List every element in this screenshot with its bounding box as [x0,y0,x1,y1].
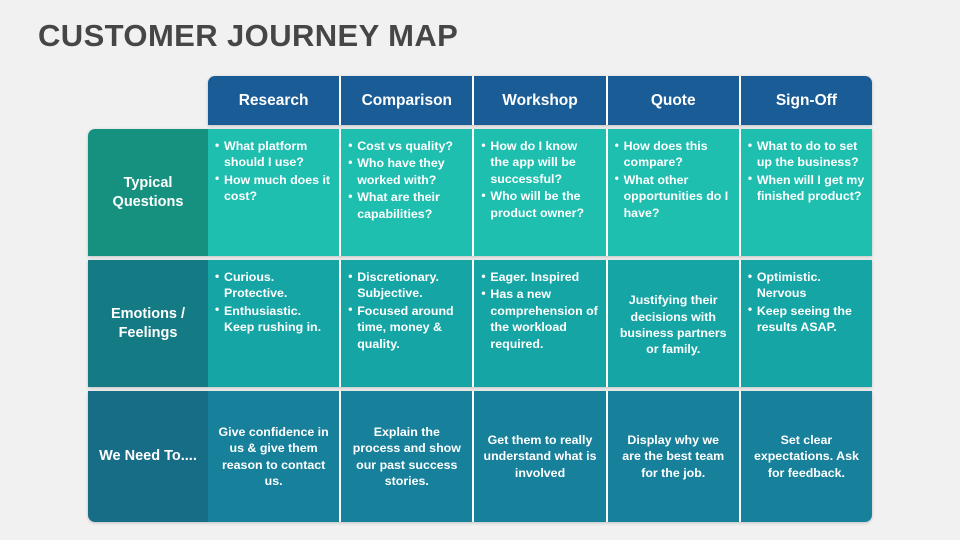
bullet-list: Optimistic. Nervous Keep seeing the resu… [748,269,865,336]
list-item: Enthusiastic. Keep rushing in. [215,302,332,336]
list-item: Cost vs quality? [348,137,465,154]
row-label-emotions-feelings: Emotions / Feelings [88,260,208,387]
list-item: Curious. Protective. [215,269,332,302]
cell-text: Justifying their decisions with business… [619,293,727,357]
list-item: Eager. Inspired [481,268,598,285]
journey-rows: Typical Questions What platform should I… [88,129,873,522]
cell-needs-workshop[interactable]: Get them to really understand what is in… [474,391,608,522]
row-label-we-need-to: We Need To.... [88,391,208,522]
cell-questions-comparison[interactable]: Cost vs quality? Who have they worked wi… [341,129,475,256]
row-emotions-feelings: Emotions / Feelings Curious. Protective.… [88,260,873,387]
list-item: When will I get my finished product? [748,171,865,205]
bullet-list: How do I know the app will be successful… [481,137,598,221]
row-we-need-to: We Need To.... Give confidence in us & g… [88,391,873,522]
list-item: What platform should I use? [215,138,332,171]
stage-header-row: Research Comparison Workshop Quote Sign-… [208,76,872,125]
page-title: CUSTOMER JOURNEY MAP [38,18,459,53]
cell-emotions-research[interactable]: Curious. Protective. Enthusiastic. Keep … [208,260,342,387]
cell-needs-signoff[interactable]: Set clear expectations. Ask for feedback… [740,391,873,522]
list-item: Keep seeing the results ASAP. [748,302,865,336]
cell-questions-research[interactable]: What platform should I use? How much doe… [208,129,342,256]
cell-needs-research[interactable]: Give confidence in us & give them reason… [208,391,342,522]
cell-text: Get them to really understand what is in… [483,432,597,480]
row-typical-questions: Typical Questions What platform should I… [88,129,873,256]
cell-emotions-signoff[interactable]: Optimistic. Nervous Keep seeing the resu… [740,260,873,387]
bullet-list: Eager. Inspired Has a new comprehension … [481,268,598,352]
stage-header-signoff[interactable]: Sign-Off [775,91,837,109]
list-item: Who have they worked with? [348,155,465,188]
bullet-list: Discretionary. Subjective. Focused aroun… [348,269,465,352]
cell-emotions-workshop[interactable]: Eager. Inspired Has a new comprehension … [474,260,608,387]
cell-questions-quote[interactable]: How does this compare? What other opport… [607,129,741,256]
journey-map-board: Research Comparison Workshop Quote Sign-… [88,76,873,522]
list-item: What other opportunities do I have? [615,171,732,221]
cell-emotions-quote[interactable]: Justifying their decisions with business… [607,260,741,387]
row-cells: Curious. Protective. Enthusiastic. Keep … [208,260,873,387]
list-item: Optimistic. Nervous [748,269,865,302]
stage-header-quote[interactable]: Quote [608,76,741,125]
row-label-typical-questions: Typical Questions [88,129,208,256]
cell-needs-comparison[interactable]: Explain the process and show our past su… [341,391,475,522]
list-item: Has a new comprehension of the workload … [481,286,598,352]
bullet-list: Curious. Protective. Enthusiastic. Keep … [215,269,332,336]
cell-questions-signoff[interactable]: What to do to set up the business? When … [740,129,873,256]
bullet-list: Cost vs quality? Who have they worked wi… [348,137,465,222]
cell-questions-workshop[interactable]: How do I know the app will be successful… [474,129,608,256]
row-cells: What platform should I use? How much doe… [208,129,873,256]
list-item: How do I know the app will be successful… [481,137,598,187]
cell-emotions-comparison[interactable]: Discretionary. Subjective. Focused aroun… [341,260,475,387]
bullet-list: How does this compare? What other opport… [615,138,732,221]
cell-text: Set clear expectations. Ask for feedback… [753,432,859,480]
list-item: What are their capabilities? [348,189,465,222]
list-item: How much does it cost? [215,171,332,205]
list-item: What to do to set up the business? [748,138,865,171]
list-item: How does this compare? [615,138,732,171]
cell-text: Display why we are the best team for the… [622,432,725,480]
cell-text: Give confidence in us & give them reason… [218,424,329,488]
list-item: Who will be the product owner? [481,188,598,221]
cell-text: Explain the process and show our past su… [352,424,461,488]
bullet-list: What platform should I use? How much doe… [215,138,332,205]
bullet-list: What to do to set up the business? When … [748,138,865,205]
row-cells: Give confidence in us & give them reason… [208,391,873,522]
cell-needs-quote[interactable]: Display why we are the best team for the… [607,391,741,522]
list-item: Focused around time, money & quality. [348,302,465,352]
list-item: Discretionary. Subjective. [348,269,465,302]
stage-header-comparison[interactable]: Comparison [341,76,475,125]
stage-header-workshop[interactable]: Workshop [474,76,608,125]
stage-header-research[interactable]: Research [208,76,342,125]
